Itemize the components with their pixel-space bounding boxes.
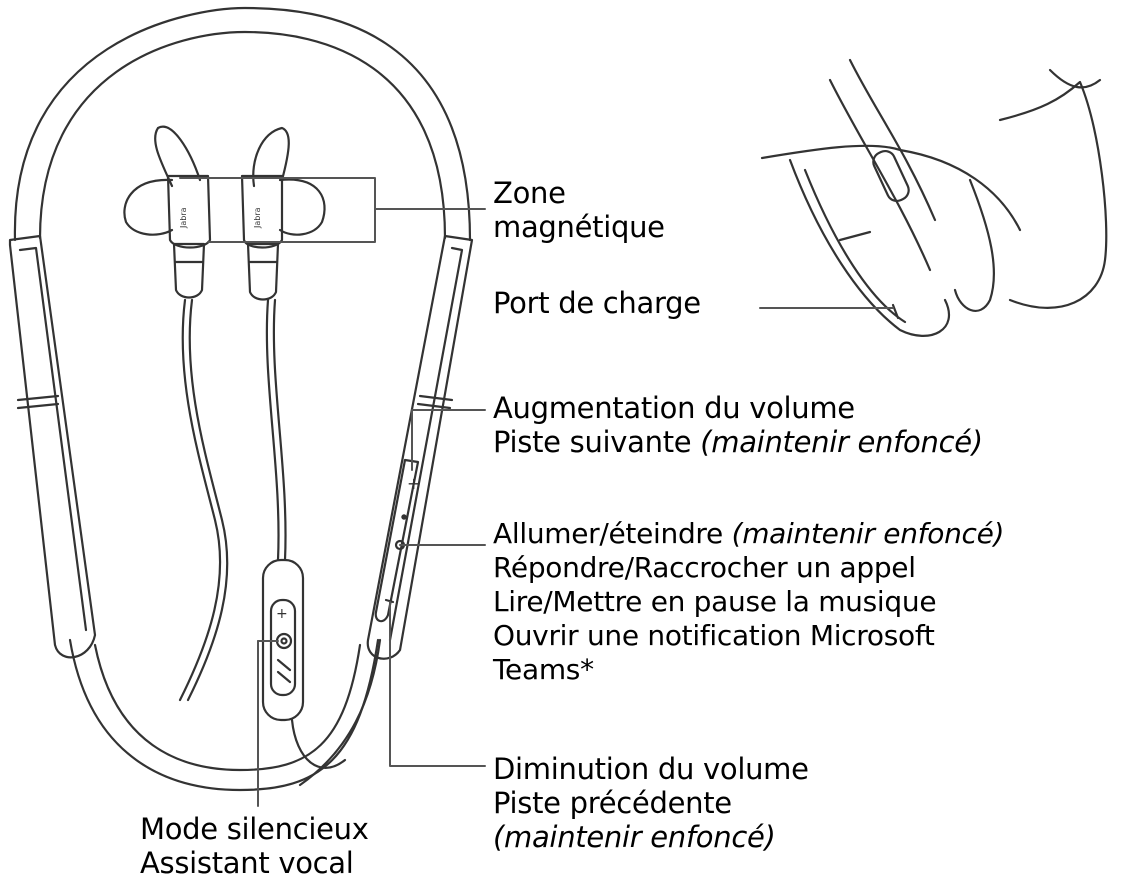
mute-button-center-icon xyxy=(280,637,288,645)
right-earbud-cable xyxy=(265,298,280,562)
inset-remote xyxy=(872,149,910,203)
right-earbud-wing xyxy=(252,126,290,188)
inset-charge-port xyxy=(891,303,900,320)
label-volume-down-line2: Piste précédente xyxy=(493,786,732,820)
left-earbud-wing xyxy=(154,125,202,188)
left-housing-outline xyxy=(8,234,97,659)
right-housing-outline xyxy=(366,234,474,660)
label-magnetic-zone: Zone magnétique xyxy=(493,176,665,244)
right-housing-seam-2 xyxy=(416,402,452,410)
left-earbud-cable-b xyxy=(186,298,229,702)
label-magnetic-zone-line1: Zone xyxy=(493,176,566,210)
callout-zone xyxy=(179,177,486,243)
left-earbud: Jabra xyxy=(123,125,212,299)
left-housing-inner xyxy=(18,246,88,632)
left-earbud-stem xyxy=(172,242,206,299)
label-magnetic-zone-line2: magnétique xyxy=(493,210,665,244)
mute-button-icon xyxy=(275,632,293,650)
label-volume-up-line2-text: Piste suivante xyxy=(493,425,692,459)
right-earbud-cable-b xyxy=(272,298,287,562)
inset-neck xyxy=(998,80,1108,309)
inset-chin xyxy=(1048,68,1102,89)
left-housing-seam-2 xyxy=(16,402,60,410)
neckband-cable-right xyxy=(298,638,382,787)
neckband-front-loop xyxy=(68,638,380,792)
neckband-front-loop-inner xyxy=(93,643,362,772)
right-neckband-housing: + xyxy=(298,234,474,787)
label-power-note: (maintenir enfoncé) xyxy=(731,517,1005,550)
neckband xyxy=(13,6,472,792)
inset-cable-2 xyxy=(848,58,937,222)
callout-volume-up xyxy=(411,409,486,471)
label-power-line1-text: Allumer/éteindre xyxy=(493,517,723,550)
label-mute: Mode silencieux Assistant vocal xyxy=(140,812,369,880)
neckband-inner-arc xyxy=(38,30,447,240)
left-earbud-body xyxy=(166,174,212,249)
label-power-line3: Lire/Mettre en pause la musique xyxy=(493,585,937,618)
label-power: Allumer/éteindre (maintenir enfoncé) Rép… xyxy=(493,517,1004,687)
label-power-line2: Répondre/Raccrocher un appel xyxy=(493,551,916,584)
label-charging-port: Port de charge xyxy=(493,286,701,320)
callouts xyxy=(179,177,894,807)
right-earbud: Jabra xyxy=(240,126,326,301)
left-earbud-tip xyxy=(123,178,174,236)
left-earbud-cable xyxy=(178,298,222,702)
label-volume-up: Augmentation du volume Piste suivante (m… xyxy=(493,391,983,459)
inset-band-right xyxy=(953,178,996,312)
label-mute-line1: Mode silencieux xyxy=(140,812,369,846)
label-power-line1: Allumer/éteindre (maintenir enfoncé) xyxy=(493,517,1004,551)
label-power-line4: Ouvrir une notification Microsoft xyxy=(493,619,935,652)
label-volume-down: Diminution du volume Piste précédente (m… xyxy=(493,752,809,854)
label-volume-up-line1: Augmentation du volume xyxy=(493,391,855,425)
callout-volume-down xyxy=(389,601,486,767)
inset-band-left-inner xyxy=(803,168,907,324)
label-volume-down-line1: Diminution du volume xyxy=(493,752,809,786)
right-earbud-logo: Jabra xyxy=(253,207,262,229)
inset-cable-1 xyxy=(828,78,932,272)
left-neckband-housing xyxy=(8,234,97,659)
label-volume-down-note: (maintenir enfoncé) xyxy=(493,820,776,854)
left-housing-seam xyxy=(16,394,60,402)
inset-housing-seam xyxy=(838,230,872,242)
inset-band-left xyxy=(788,158,951,337)
control-dot-icon xyxy=(401,514,407,520)
label-volume-up-note: (maintenir enfoncé) xyxy=(700,425,983,459)
label-power-line5: Teams* xyxy=(493,653,594,686)
volume-down-button-icon xyxy=(384,598,395,604)
cable-to-neckband xyxy=(290,718,347,769)
worn-inset xyxy=(760,58,1108,337)
right-housing-seam xyxy=(418,394,454,402)
right-earbud-tip xyxy=(278,178,326,236)
right-earbud-body xyxy=(240,174,284,249)
left-earbud-logo: Jabra xyxy=(179,207,188,229)
volume-up-button-icon: + xyxy=(407,474,420,493)
label-mute-line2: Assistant vocal xyxy=(140,846,354,880)
label-charging-port-text: Port de charge xyxy=(493,286,701,320)
neckband-outer-arc xyxy=(13,6,472,242)
right-earbud-stem xyxy=(246,242,280,301)
earbud-cables xyxy=(178,298,347,769)
label-volume-up-line2: Piste suivante (maintenir enfoncé) xyxy=(493,425,983,459)
remote-inner xyxy=(269,598,297,697)
right-housing-inner xyxy=(388,246,464,642)
control-strip xyxy=(374,458,420,623)
remote-texture xyxy=(276,658,292,684)
remote-plus-icon: + xyxy=(276,606,288,622)
